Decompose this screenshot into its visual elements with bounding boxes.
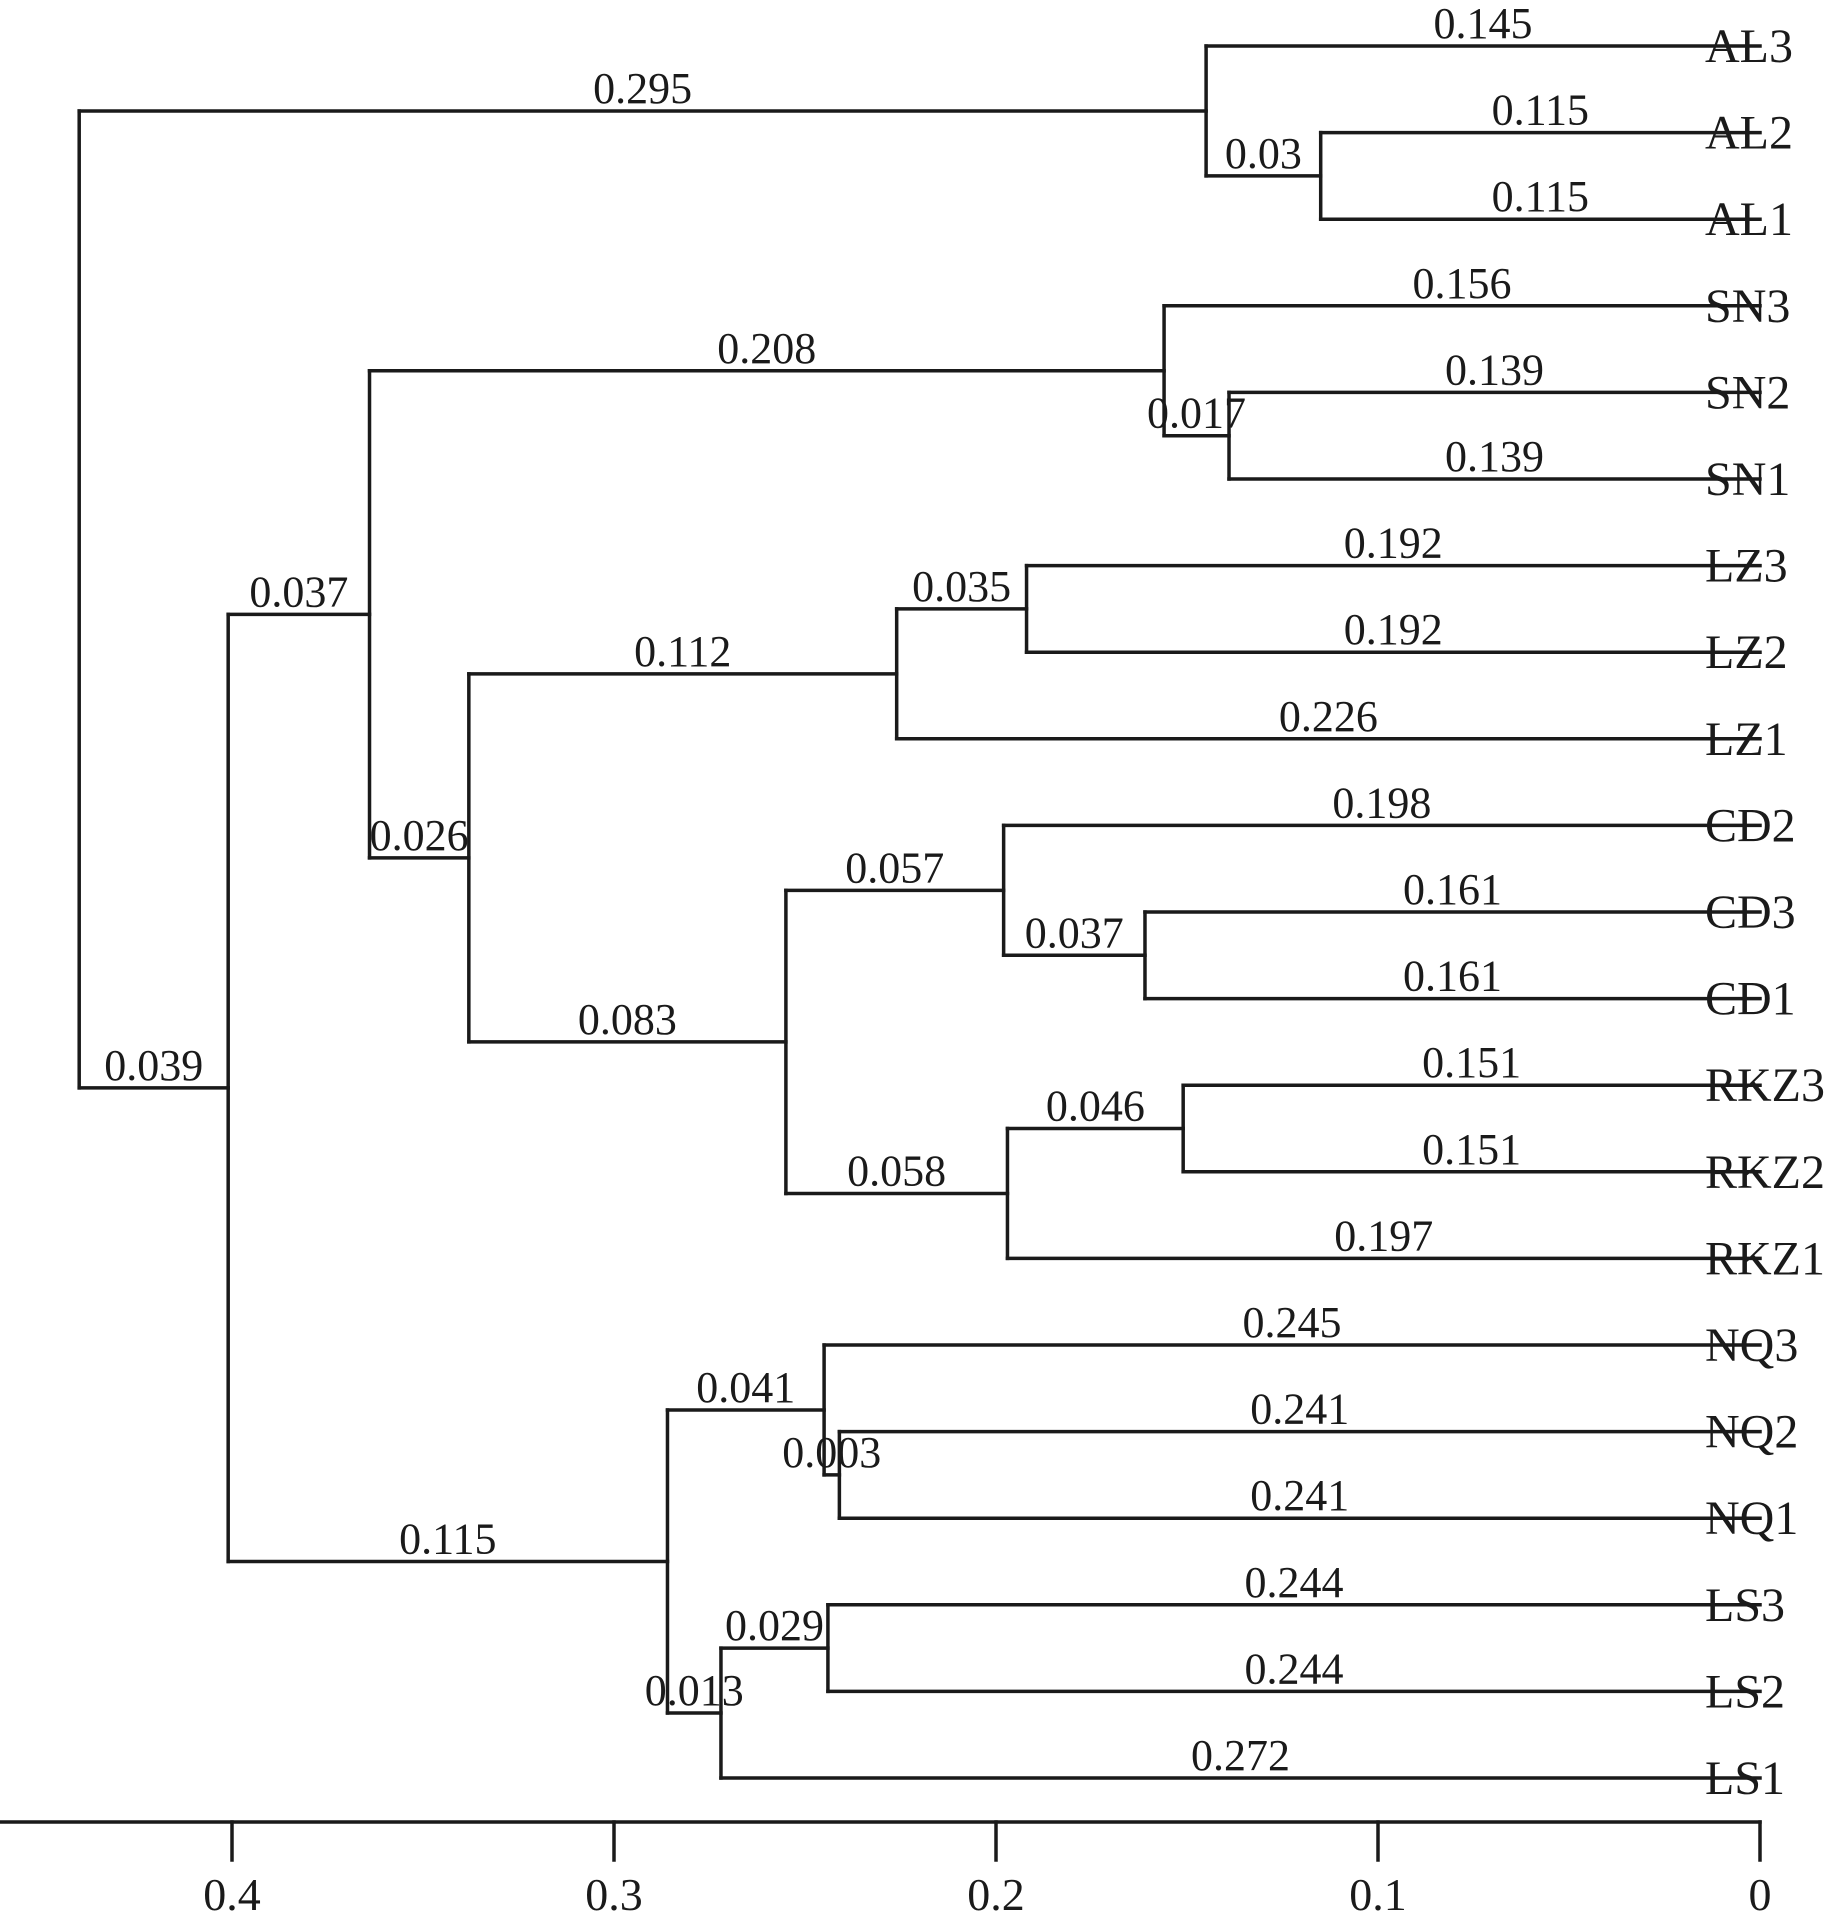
branch-length-nB: 0.039 — [104, 1041, 203, 1090]
branch-length-NQ1: 0.241 — [1250, 1471, 1349, 1520]
branch-length-AL2: 0.115 — [1492, 86, 1589, 135]
leaf-label-SN1: SN1 — [1705, 453, 1790, 506]
leaf-label-LZ1: LZ1 — [1705, 713, 1788, 766]
branch-length-LS2: 0.244 — [1244, 1644, 1343, 1693]
branch-length-SN3: 0.156 — [1413, 259, 1512, 308]
leaf-label-LZ2: LZ2 — [1705, 626, 1788, 679]
branch-length-SN1: 0.139 — [1445, 432, 1544, 481]
leaf-label-AL1: AL1 — [1705, 193, 1793, 246]
branch-length-RKZ1: 0.197 — [1334, 1211, 1433, 1260]
branch-length-nAL12: 0.03 — [1225, 129, 1302, 178]
branch-length-CD2: 0.198 — [1332, 778, 1431, 827]
leaf-labels: AL3AL2AL1SN3SN2SN1LZ3LZ2LZ1CD2CD3CD1RKZ3… — [1705, 20, 1825, 1805]
branch-length-nNQ21: 0.003 — [782, 1428, 881, 1477]
branch-length-nLZ: 0.112 — [634, 627, 731, 676]
branch-length-RKZ2: 0.151 — [1422, 1125, 1521, 1174]
leaf-label-LS2: LS2 — [1705, 1665, 1785, 1718]
axis-tick-label-0: 0 — [1749, 1869, 1772, 1914]
axis-tick-label-0.1: 0.1 — [1349, 1869, 1407, 1914]
branch-length-nLS32: 0.029 — [725, 1601, 824, 1650]
leaf-label-RKZ1: RKZ1 — [1705, 1232, 1825, 1285]
leaf-label-NQ2: NQ2 — [1705, 1406, 1798, 1459]
leaf-label-NQ3: NQ3 — [1705, 1319, 1798, 1372]
distance-axis: 0.4 0.3 0.2 0.1 0 — [0, 1820, 1772, 1914]
leaf-label-AL3: AL3 — [1705, 20, 1793, 73]
leaf-label-RKZ3: RKZ3 — [1705, 1059, 1825, 1112]
branch-length-LZ1: 0.226 — [1279, 692, 1378, 741]
branch-length-RKZ3: 0.151 — [1422, 1038, 1521, 1087]
branch-length-nLZ23: 0.035 — [912, 562, 1011, 611]
tree-branches — [77, 44, 1762, 1780]
branch-length-nC: 0.037 — [249, 567, 348, 616]
branch-length-NQ2: 0.241 — [1250, 1385, 1349, 1434]
leaf-label-RKZ2: RKZ2 — [1705, 1146, 1825, 1199]
branch-length-nCD: 0.057 — [845, 843, 944, 892]
leaf-label-SN2: SN2 — [1705, 366, 1790, 419]
axis-tick-label-0.3: 0.3 — [585, 1869, 643, 1914]
branch-length-LZ2: 0.192 — [1344, 605, 1443, 654]
branch-length-LZ3: 0.192 — [1344, 519, 1443, 568]
leaf-label-NQ1: NQ1 — [1705, 1492, 1798, 1545]
branch-length-AL1: 0.115 — [1492, 172, 1589, 221]
branch-length-nRKZ: 0.058 — [847, 1146, 946, 1195]
leaf-label-LS3: LS3 — [1705, 1579, 1785, 1632]
branch-length-nNQ: 0.041 — [696, 1363, 795, 1412]
branch-length-AL3: 0.145 — [1434, 0, 1533, 48]
leaf-label-CD1: CD1 — [1705, 973, 1796, 1026]
branch-length-nSN12: 0.017 — [1147, 389, 1246, 438]
leaf-label-CD2: CD2 — [1705, 799, 1796, 852]
branch-length-nF: 0.115 — [399, 1515, 496, 1564]
branch-length-nCD31: 0.037 — [1025, 908, 1124, 957]
branch-length-labels: 0.115 0.115 0.145 0.03 0.139 0.139 0.156 0.017 0… — [104, 0, 1589, 1780]
branch-length-SN2: 0.139 — [1445, 345, 1544, 394]
leaf-label-CD3: CD3 — [1705, 886, 1796, 939]
axis-tick-label-0.2: 0.2 — [967, 1869, 1025, 1914]
branch-length-NQ3: 0.245 — [1243, 1298, 1342, 1347]
branch-length-LS3: 0.244 — [1244, 1558, 1343, 1607]
axis-tick-label-0.4: 0.4 — [203, 1869, 261, 1914]
branch-length-CD3: 0.161 — [1403, 865, 1502, 914]
branch-length-CD1: 0.161 — [1403, 952, 1502, 1001]
branch-length-nE: 0.083 — [578, 995, 677, 1044]
branch-length-nLS: 0.013 — [645, 1666, 744, 1715]
leaf-label-SN3: SN3 — [1705, 280, 1790, 333]
leaf-label-AL2: AL2 — [1705, 107, 1793, 160]
branch-length-nRKZ32: 0.046 — [1046, 1082, 1145, 1131]
branch-length-nD: 0.026 — [370, 811, 469, 860]
leaf-label-LS1: LS1 — [1705, 1752, 1785, 1805]
branch-length-LS1: 0.272 — [1191, 1731, 1290, 1780]
leaf-label-LZ3: LZ3 — [1705, 540, 1788, 593]
branch-length-nAL: 0.295 — [593, 64, 692, 113]
branch-length-nSN: 0.208 — [717, 324, 816, 373]
